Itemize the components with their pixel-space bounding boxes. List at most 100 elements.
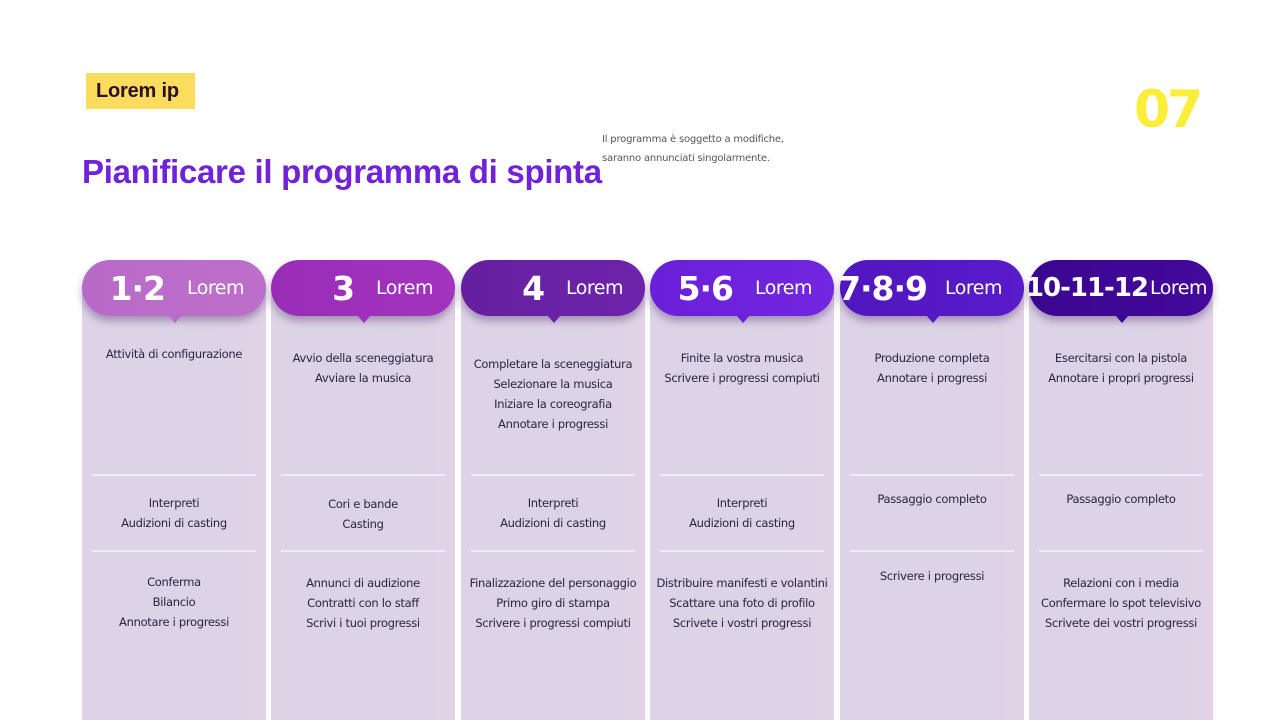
task-item: Finalizzazione del personaggio	[469, 576, 637, 590]
schedule-column: 7·8·9 Lorem Produzione completa Annotare…	[838, 260, 1024, 720]
task-item: Distribuire manifesti e volantini	[656, 576, 828, 590]
task-item: Annotare i propri progressi	[1048, 371, 1194, 385]
task-section: Annunci di audizione Contratti con lo st…	[271, 573, 455, 633]
column-label: Lorem	[755, 277, 812, 299]
column-body	[271, 284, 455, 720]
schedule-column: 3 Lorem Avvio della sceneggiatura Avviar…	[271, 260, 455, 720]
task-item: Finite la vostra musica	[680, 351, 804, 365]
note-line: saranno annunciati singolarmente.	[602, 153, 770, 164]
task-item: Produzione completa	[874, 351, 990, 365]
task-item: Scrivere i progressi compiuti	[475, 616, 631, 630]
task-item: Annotare i progressi	[498, 417, 608, 431]
divider	[92, 550, 256, 552]
column-body	[650, 284, 834, 720]
divider	[850, 474, 1014, 476]
task-section: Distribuire manifesti e volantini Scatta…	[650, 573, 834, 633]
task-item: Passaggio completo	[1066, 492, 1176, 506]
task-section: Passaggio completo	[1029, 489, 1213, 509]
task-section: Cori e bande Casting	[271, 494, 455, 534]
divider	[1039, 550, 1203, 552]
task-section: Completare la sceneggiatura Selezionare …	[461, 354, 645, 434]
task-item: Casting	[342, 517, 384, 531]
column-header-pill: 10-11-12 Lorem	[1025, 260, 1213, 323]
task-section: Conferma Bilancio Annotare i progressi	[82, 572, 266, 632]
task-item: Audizioni di casting	[689, 516, 795, 530]
task-section: Finalizzazione del personaggio Primo gir…	[461, 573, 645, 633]
page-number: 07	[1134, 80, 1203, 140]
task-section: Finite la vostra musica Scrivere i progr…	[650, 348, 834, 388]
column-label: Lorem	[187, 277, 244, 299]
schedule-column: 1·2 Lorem Attività di configurazione Int…	[82, 260, 266, 720]
task-item: Esercitarsi con la pistola	[1054, 351, 1188, 365]
column-label: Lorem	[376, 277, 433, 299]
task-item: Confermare lo spot televisivo	[1040, 596, 1202, 610]
task-item: Avvio della sceneggiatura	[292, 351, 434, 365]
schedule-column: 4 Lorem Completare la sceneggiatura Sele…	[461, 260, 645, 720]
column-body	[1029, 284, 1213, 720]
task-item: Passaggio completo	[877, 492, 987, 506]
task-item: Relazioni con i media	[1063, 576, 1179, 590]
task-section: Scrivere i progressi	[840, 566, 1024, 586]
divider	[471, 474, 635, 476]
task-item: Selezionare la musica	[493, 377, 613, 391]
task-item: Contratti con lo staff	[307, 596, 419, 610]
column-header-pill: 5·6 Lorem	[650, 260, 834, 323]
task-item: Interpreti	[527, 496, 579, 510]
task-section: Avvio della sceneggiatura Avviare la mus…	[271, 348, 455, 388]
column-label: Lorem	[566, 277, 623, 299]
week-number: 3	[332, 268, 355, 308]
divider	[850, 550, 1014, 552]
task-item: Scrivete dei vostri progressi	[1045, 616, 1197, 630]
schedule-note: Il programma è soggetto a modifiche, sar…	[602, 130, 784, 168]
task-section: Attività di configurazione	[82, 344, 266, 364]
task-item: Scrivere i progressi compiuti	[664, 371, 820, 385]
task-item: Avviare la musica	[314, 371, 412, 385]
task-item: Bilancio	[152, 595, 196, 609]
column-header-pill: 1·2 Lorem	[82, 260, 266, 323]
week-number: 7·8·9	[838, 268, 928, 308]
week-number: 4	[522, 268, 545, 308]
divider	[281, 550, 445, 552]
task-section: Produzione completa Annotare i progressi	[840, 348, 1024, 388]
task-item: Audizioni di casting	[500, 516, 606, 530]
task-item: Annunci di audizione	[306, 576, 420, 590]
column-header-pill: 3 Lorem	[271, 260, 455, 323]
task-item: Scrivere i progressi	[879, 569, 985, 583]
section-tag: Lorem ip	[86, 73, 195, 109]
week-number: 10-11-12	[1025, 273, 1149, 303]
task-section: Esercitarsi con la pistola Annotare i pr…	[1029, 348, 1213, 388]
schedule-column: 5·6 Lorem Finite la vostra musica Scrive…	[650, 260, 834, 720]
task-item: Interpreti	[148, 496, 200, 510]
task-item: Cori e bande	[328, 497, 398, 511]
column-header-pill: 7·8·9 Lorem	[838, 260, 1024, 323]
column-label: Lorem	[945, 277, 1002, 299]
column-body	[840, 284, 1024, 720]
divider	[660, 474, 824, 476]
divider	[92, 474, 256, 476]
column-body	[82, 284, 266, 720]
divider	[1039, 474, 1203, 476]
task-item: Iniziare la coreografia	[494, 397, 612, 411]
schedule-columns: 1·2 Lorem Attività di configurazione Int…	[82, 260, 1214, 720]
week-number: 5·6	[677, 268, 734, 308]
column-header-pill: 4 Lorem	[461, 260, 645, 323]
task-section: Passaggio completo	[840, 489, 1024, 509]
task-section: Relazioni con i media Confermare lo spot…	[1029, 573, 1213, 633]
task-item: Scattare una foto di profilo	[669, 596, 815, 610]
task-item: Scrivete i vostri progressi	[672, 616, 812, 630]
task-item: Annotare i progressi	[877, 371, 987, 385]
task-item: Conferma	[147, 575, 201, 589]
divider	[471, 550, 635, 552]
divider	[660, 550, 824, 552]
week-number: 1·2	[109, 268, 166, 308]
task-item: Completare la sceneggiatura	[473, 357, 633, 371]
task-section: Interpreti Audizioni di casting	[461, 493, 645, 533]
task-item: Scrivi i tuoi progressi	[306, 616, 420, 630]
task-item: Interpreti	[716, 496, 768, 510]
task-section: Interpreti Audizioni di casting	[82, 493, 266, 533]
task-item: Annotare i progressi	[119, 615, 229, 629]
note-line: Il programma è soggetto a modifiche,	[602, 134, 784, 145]
column-label: Lorem	[1150, 277, 1207, 299]
divider	[281, 474, 445, 476]
page-title: Pianificare il programma di spinta	[82, 153, 602, 190]
